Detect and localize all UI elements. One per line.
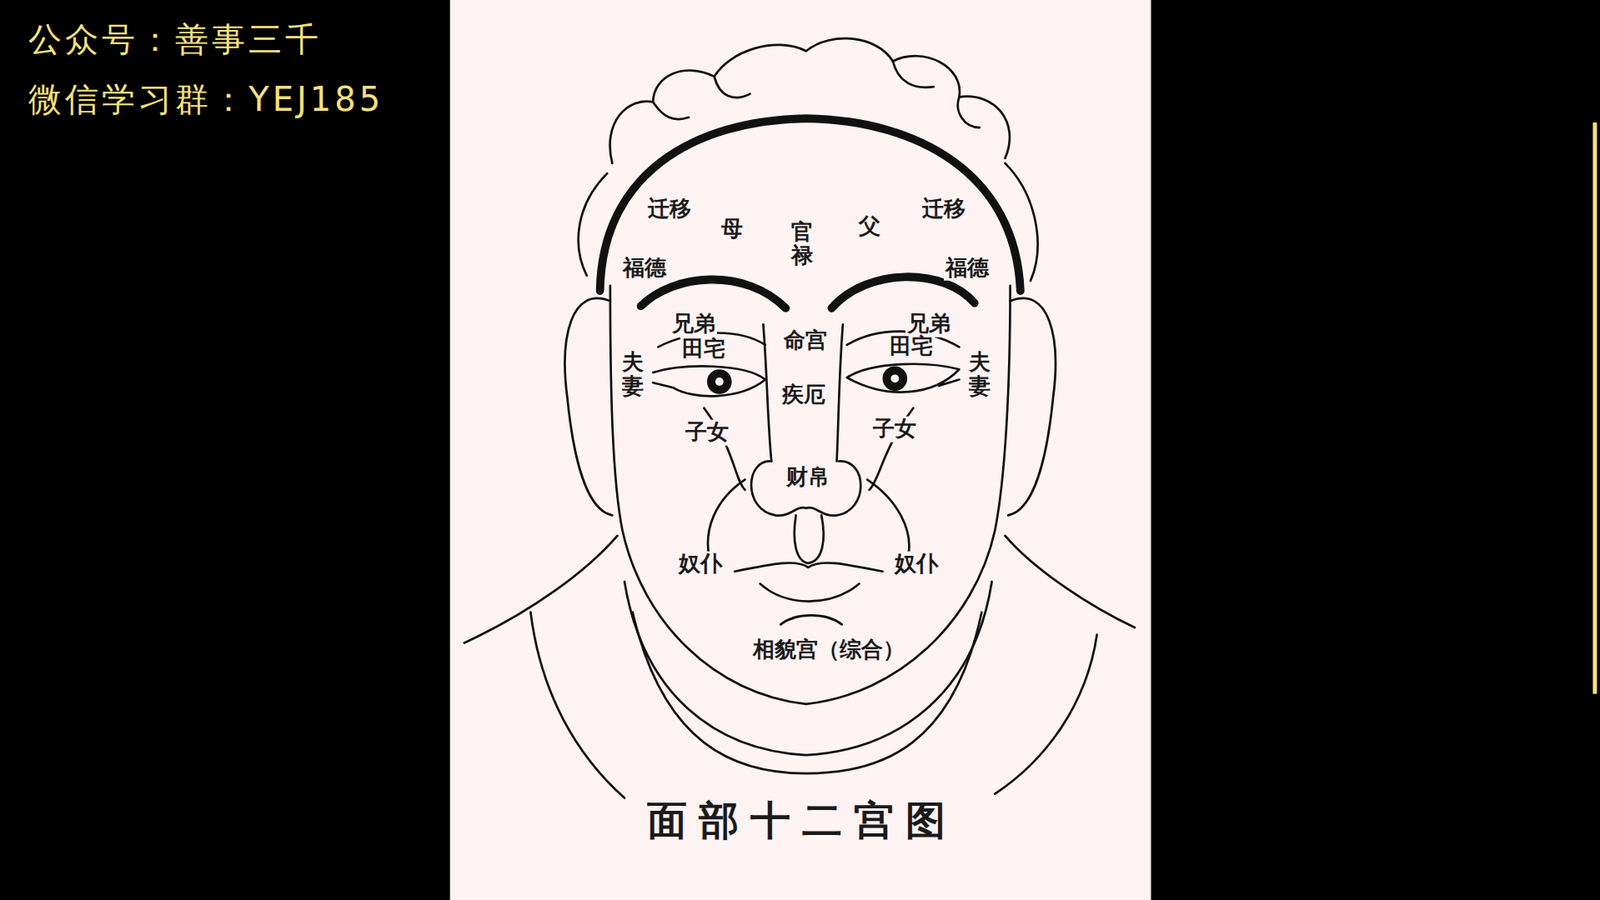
palace-label: 福德	[621, 255, 668, 282]
palace-label: 疾厄	[780, 381, 828, 408]
palace-label: 奴仆	[677, 551, 724, 577]
palace-label: 相貌宫（综合）	[751, 636, 907, 663]
face-outline	[610, 285, 1011, 705]
caption: 面部十二宫图	[647, 794, 958, 848]
right-robe	[994, 635, 1097, 795]
palace-label: 子女	[683, 420, 731, 447]
jowl	[624, 581, 993, 756]
palace-label: 子女	[871, 416, 918, 443]
palace-label: 迁移	[646, 196, 693, 223]
left-ear	[565, 298, 613, 516]
palace-label: 田宅	[887, 334, 935, 361]
right-ear	[1008, 298, 1056, 516]
face-lines	[464, 38, 1135, 798]
nose-tip	[751, 461, 861, 516]
chin-dimple	[780, 615, 842, 625]
left-glint	[715, 377, 724, 387]
watermark: 公众号：善事三千	[28, 15, 322, 62]
left-pupil	[707, 370, 731, 393]
right-glint	[890, 374, 899, 383]
right-pupil	[883, 367, 907, 391]
lower-lip	[760, 583, 860, 602]
edge-bar	[1592, 122, 1597, 695]
palace-label: 官禄	[788, 219, 816, 271]
palace-label: 父	[857, 213, 883, 240]
panel	[450, 0, 1152, 900]
right-eye	[847, 364, 960, 393]
hair-side	[578, 163, 1039, 281]
watermark: 微信学习群：YEJ185	[28, 75, 384, 122]
palace-label: 夫妻	[619, 350, 647, 402]
upper-lip	[734, 562, 883, 572]
palace-label: 奴仆	[892, 551, 940, 577]
left-robe	[530, 612, 625, 799]
palace-label: 迁移	[920, 196, 968, 223]
palace-label: 田宅	[680, 336, 728, 362]
philtrum	[794, 515, 824, 564]
palace-label: 夫妻	[966, 350, 994, 402]
palace-label: 福德	[943, 255, 991, 282]
palace-label: 命宫	[782, 327, 829, 354]
nose-left	[762, 324, 772, 462]
palace-label: 财帛	[784, 464, 832, 491]
left-shoulder	[464, 536, 618, 644]
left-eye	[652, 366, 766, 397]
hairline	[600, 118, 1021, 291]
palace-label: 母	[719, 216, 745, 243]
hair	[610, 38, 1010, 164]
collar	[632, 612, 983, 774]
right-shoulder	[1004, 536, 1134, 628]
palace-label: 兄弟	[670, 311, 718, 338]
nose-right	[837, 324, 843, 462]
left-eyebrow	[641, 279, 787, 308]
right-eyebrow	[831, 276, 974, 309]
